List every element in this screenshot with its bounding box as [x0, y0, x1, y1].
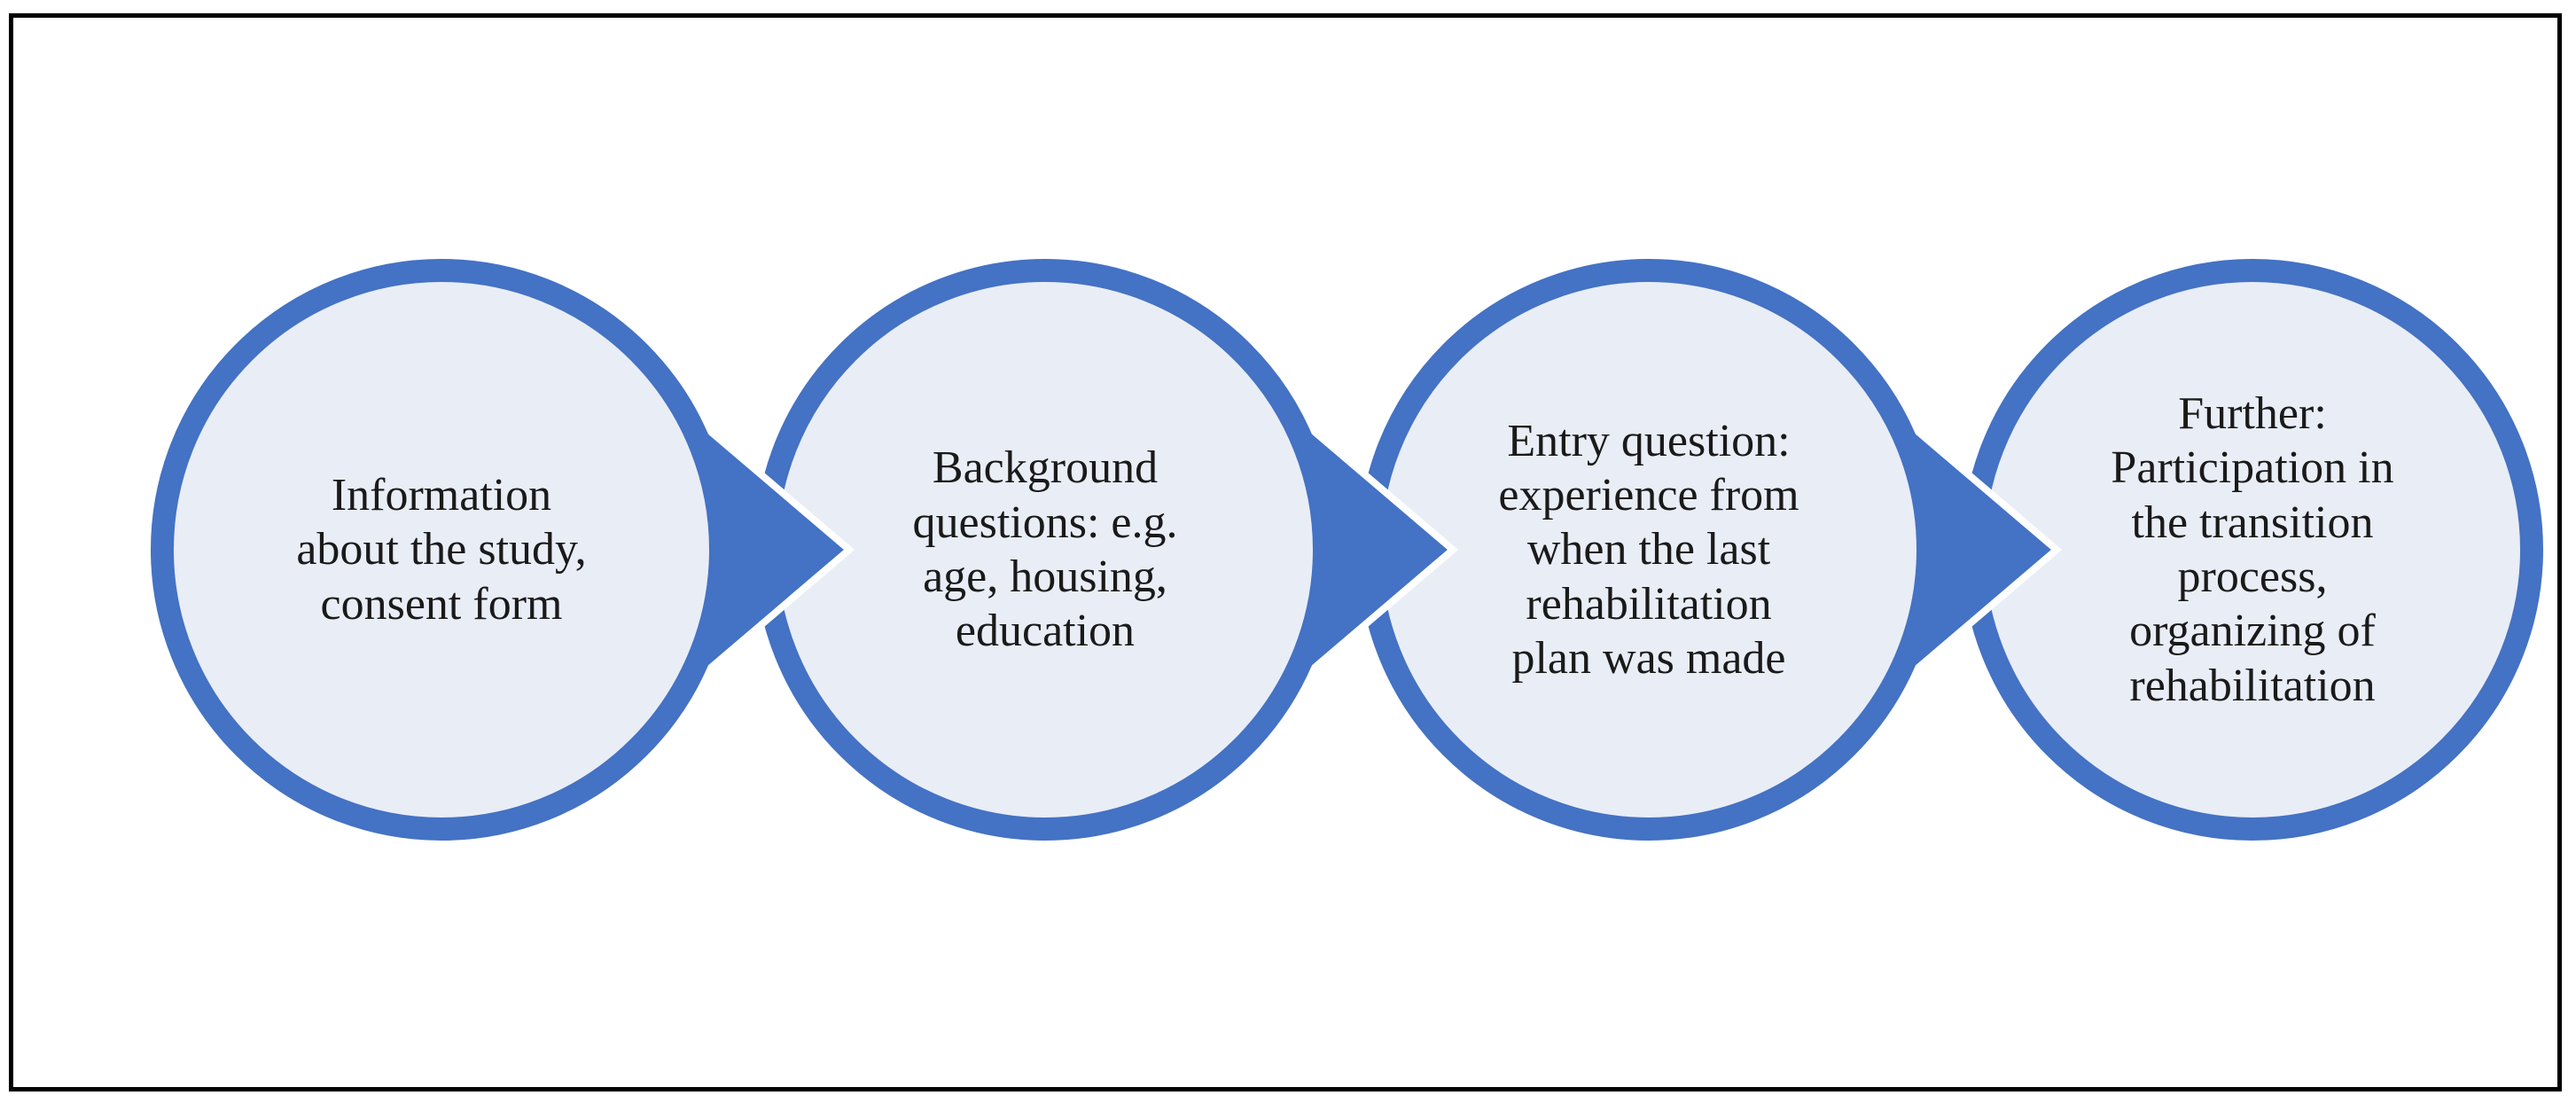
- step-circle-1: Information about the study, consent for…: [151, 259, 732, 841]
- step-4-label: Further: Participation in the transition…: [2111, 387, 2394, 711]
- step-3-label: Entry question: experience from when the…: [1498, 415, 1799, 685]
- step-2-label: Background questions: e.g. age, housing,…: [912, 442, 1178, 657]
- step-1-label: Information about the study, consent for…: [296, 469, 587, 630]
